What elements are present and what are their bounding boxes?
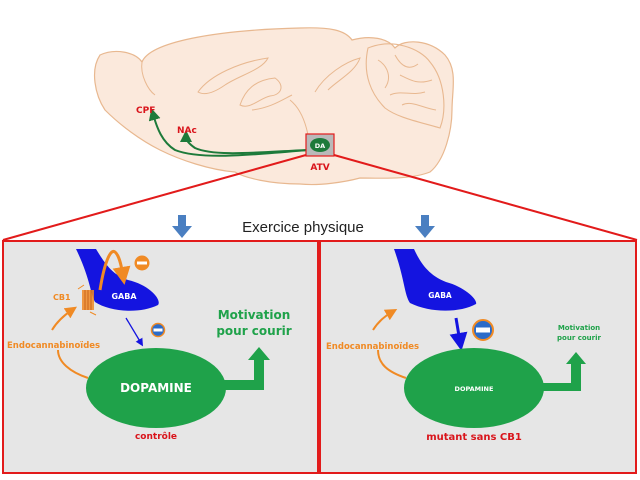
gaba-label: GABA [111,292,137,301]
brain-outline [93,27,454,186]
motivation-label-line1: Motivation [218,308,291,322]
label-cpf: CPF [136,106,155,116]
cb1-label: CB1 [53,293,71,302]
endocannabinoid-arrow [372,312,407,379]
exercise-arrow-left [172,215,192,238]
motivation-output-arrow [542,352,586,391]
exercise-title: Exercice physique [242,219,364,236]
minus-icon-blue [150,322,166,338]
dopamine-neuron [404,348,544,428]
dopamine-neuron [86,348,226,428]
gaba-label: GABA [428,291,452,300]
da-neuron [310,138,330,152]
zoom-line-left [2,154,307,241]
cb1-receptor-icon [77,284,97,316]
label-atv: ATV [310,163,329,173]
motivation-label-line2: pour courir [216,324,291,338]
pathway-nac [180,130,309,155]
minus-icon-orange [134,255,150,271]
zoom-line-right [333,154,638,241]
control-diagram: GABA CB1 Endocannabinoïdes DOPAMINE [7,249,292,442]
brain-illustration [93,27,454,186]
cerebellum-outline [365,43,445,129]
dopamine-label: DOPAMINE [455,385,494,393]
endocannabinoid-arrow [51,310,89,379]
motivation-label-line2: pour courir [557,334,601,342]
exercise-arrow-right [415,215,435,238]
gaba-release-arrow [449,317,468,351]
gaba-terminal [394,249,477,311]
retrograde-arrow [98,249,131,291]
panel-caption-control: contrôle [135,431,177,442]
mutant-diagram: GABA Endocannabinoïdes DOPAMINE Motivati… [326,249,602,443]
gaba-release-arrow [125,317,144,347]
dopamine-label: DOPAMINE [120,381,192,395]
label-da: DA [315,142,325,150]
endocannabinoids-label: Endocannabinoïdes [326,342,419,352]
endocannabinoids-label: Endocannabinoïdes [7,341,100,351]
pathway-cpf [148,108,309,157]
panel-caption-mutant: mutant sans CB1 [426,432,522,443]
label-nac: NAc [177,126,197,136]
motivation-output-arrow [224,347,270,390]
motivation-label-line1: Motivation [558,324,600,332]
minus-icon-blue [472,319,494,341]
